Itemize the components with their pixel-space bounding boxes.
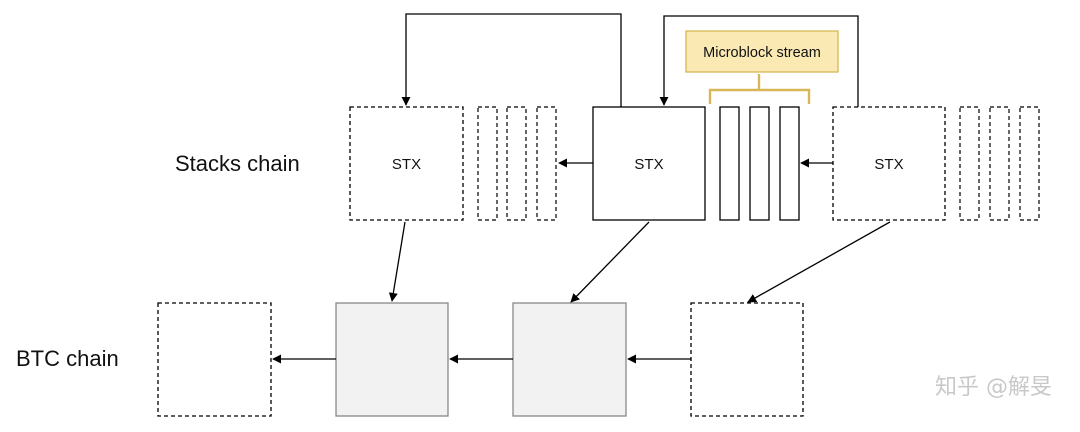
stacks-block-1-label: STX [392, 156, 421, 173]
stacks-block-2: STX [592, 106, 706, 221]
arrow-stacks2-to-btc3 [570, 221, 650, 303]
arrow-block2-to-block1 [401, 13, 622, 107]
btc-block-1 [157, 302, 272, 417]
microblocks-after-block-3 [959, 106, 1040, 221]
stacks-chain-label: Stacks chain [175, 151, 300, 176]
arrow-block3-to-block2 [659, 15, 859, 107]
microblock [749, 106, 770, 221]
stacks-block-1: STX [349, 106, 464, 221]
microblock [477, 106, 498, 221]
microblocks-after-block-1 [477, 106, 557, 221]
btc-block-2 [335, 302, 449, 417]
microblock [989, 106, 1010, 221]
stacks-block-3: STX [832, 106, 946, 221]
btc-block-3 [512, 302, 627, 417]
microblock-stream-bracket [708, 74, 811, 104]
microblock-stream-callout: Microblock stream [685, 30, 839, 104]
microblock-stream-label: Microblock stream [703, 45, 821, 61]
arrow-stacks3-to-btc4 [747, 221, 891, 303]
microblock [536, 106, 557, 221]
btc-blocks [157, 302, 804, 417]
microblocks-after-block-2 [719, 106, 800, 221]
stacks-block-2-label: STX [634, 156, 663, 173]
stacks-block-3-label: STX [874, 156, 903, 173]
watermark: 知乎 @解旻 [935, 375, 1052, 400]
microblock [779, 106, 800, 221]
loopback-arrows [401, 13, 859, 107]
microblock-stream-box [685, 30, 839, 73]
microblock [959, 106, 980, 221]
anchor-arrows [388, 221, 891, 303]
arrow-stacks1-to-btc2 [388, 221, 406, 302]
btc-chain-label: BTC chain [16, 346, 119, 371]
microblock [1019, 106, 1040, 221]
microblock [506, 106, 527, 221]
microblock [719, 106, 740, 221]
btc-block-4 [690, 302, 804, 417]
